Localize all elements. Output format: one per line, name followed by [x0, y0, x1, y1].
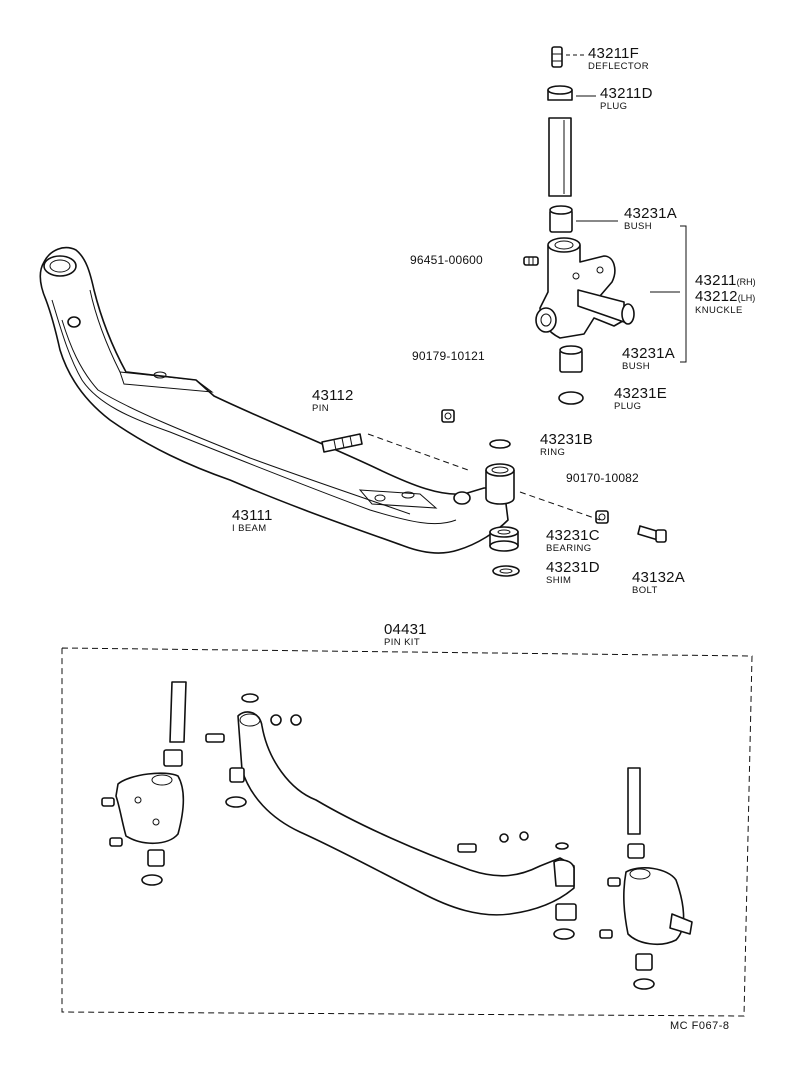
part-label-bearing: 43231C BEARING — [546, 528, 600, 554]
knuckle-drawing — [535, 237, 680, 339]
part-number: 43231E — [614, 385, 667, 402]
part-name: BOLT — [632, 585, 658, 596]
part-name: BEARING — [546, 543, 592, 554]
part-name: BUSH — [624, 221, 652, 232]
part-name: SHIM — [546, 575, 572, 586]
bolt-drawing — [637, 525, 667, 543]
part-label-i-beam: 43111 I BEAM — [232, 508, 273, 534]
bush-upper-drawing — [549, 205, 618, 233]
pin-drawing — [321, 433, 363, 453]
part-name: BUSH — [622, 361, 650, 372]
knuckle-bracket — [680, 225, 687, 363]
figure-reference: MC F067-8 — [670, 1020, 730, 1032]
part-number: 90179-10121 — [412, 349, 485, 363]
kingpin-boss-drawing — [485, 463, 515, 505]
bearing-drawing — [489, 526, 519, 552]
pin-leader-line — [367, 433, 601, 521]
part-label-pin-kit: 04431 PIN KIT — [384, 622, 427, 648]
part-label-plug-lower: 43231E PLUG — [614, 386, 667, 412]
part-number: 43211F — [588, 45, 639, 62]
part-label-ring: 43231B RING — [540, 432, 593, 458]
kit-right-group — [599, 767, 693, 990]
part-number: 43231A — [622, 345, 675, 362]
part-name: PLUG — [600, 101, 628, 112]
part-label-screw: 96451-00600 — [410, 254, 483, 266]
part-label-pin: 43112 PIN — [312, 388, 354, 414]
kit-middle-parts — [457, 831, 577, 940]
i-beam-drawing — [39, 246, 509, 554]
kit-beam-outline — [205, 693, 575, 916]
part-number: 43231D — [546, 559, 600, 576]
part-number: 04431 — [384, 621, 427, 638]
part-name: RING — [540, 447, 566, 458]
nut-b-drawing — [595, 510, 609, 524]
part-label-plug-top: 43211D PLUG — [600, 86, 653, 112]
part-label-knuckle: 43211(RH) 43212(LH) KNUCKLE — [695, 273, 756, 316]
part-number: 96451-00600 — [410, 253, 483, 267]
part-label-nut-b: 90170-10082 — [566, 472, 639, 484]
part-label-shim: 43231D SHIM — [546, 560, 600, 586]
part-name: PIN — [312, 403, 330, 414]
part-number-rh: 43211 — [695, 272, 737, 289]
part-number: 43231B — [540, 431, 593, 448]
part-label-bolt: 43132A BOLT — [632, 570, 685, 596]
part-label-bush-lower: 43231A BUSH — [622, 346, 675, 372]
part-name: PLUG — [614, 401, 642, 412]
screw-drawing — [523, 256, 539, 266]
plug-lower-drawing — [558, 391, 584, 405]
side-rh: (RH) — [736, 277, 756, 287]
part-name: PIN KIT — [384, 637, 421, 648]
part-number: 43231A — [624, 205, 677, 222]
plug-top-drawing — [547, 85, 596, 101]
part-number-lh: 43212 — [695, 288, 738, 305]
king-pin-drawing — [548, 117, 572, 197]
part-number: 43132A — [632, 569, 685, 586]
shim-drawing — [492, 565, 520, 577]
part-number: 43211D — [600, 85, 653, 102]
part-label-nut-a: 90179-10121 — [412, 350, 485, 362]
part-label-deflector: 43211F DEFLECTOR — [588, 46, 649, 72]
part-number: 43231C — [546, 527, 600, 544]
deflector-drawing — [551, 46, 585, 68]
part-number: 43112 — [312, 387, 354, 404]
kit-left-group — [101, 681, 187, 886]
nut-a-drawing — [441, 409, 455, 423]
pin-kit-box — [61, 647, 753, 1017]
part-number: 43111 — [232, 507, 273, 524]
side-lh: (LH) — [737, 293, 756, 303]
ring-drawing — [489, 439, 511, 449]
part-name: DEFLECTOR — [588, 61, 649, 72]
part-name: KNUCKLE — [695, 305, 743, 316]
part-number: 90170-10082 — [566, 471, 639, 485]
part-name: I BEAM — [232, 523, 267, 534]
part-label-bush-upper: 43231A BUSH — [624, 206, 677, 232]
bush-lower-drawing — [559, 345, 583, 373]
